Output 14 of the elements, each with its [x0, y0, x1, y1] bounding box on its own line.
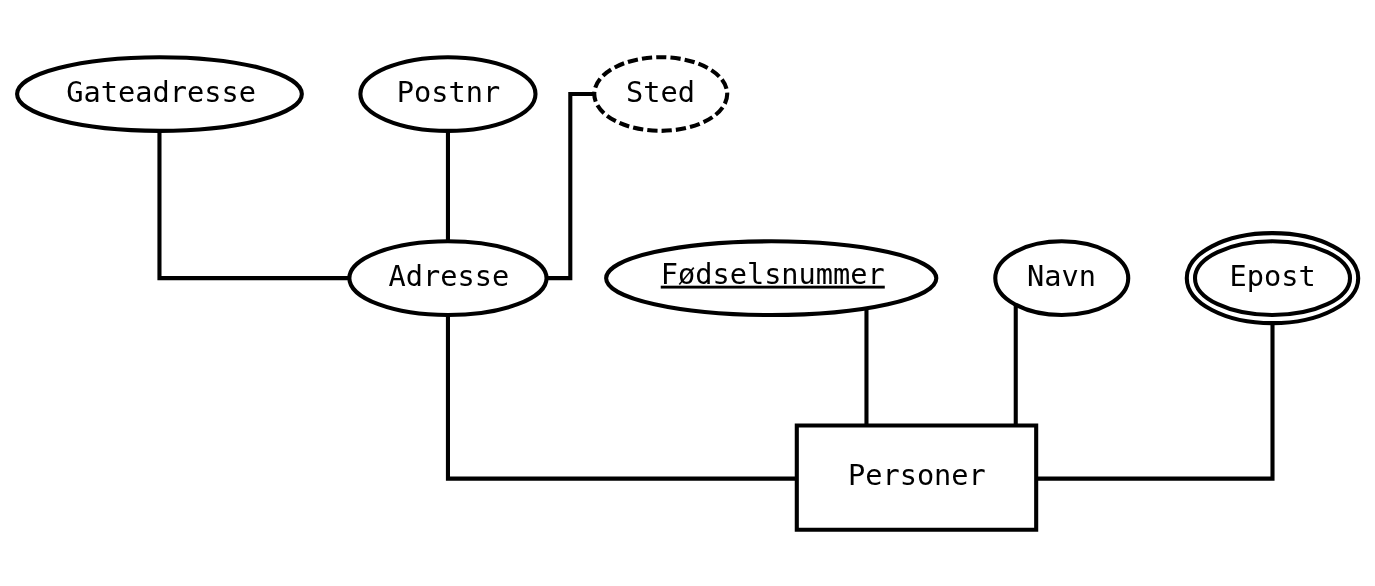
node-ellipse: Postnr [358, 54, 538, 133]
connector [445, 130, 450, 241]
connector [445, 315, 797, 481]
connector [864, 307, 869, 425]
node-ellipse: Gateadresse [15, 54, 304, 133]
connector [1013, 304, 1018, 425]
connector [157, 130, 350, 280]
node-ellipse: Adresse [347, 238, 549, 317]
node-ellipse: Sted [592, 54, 730, 133]
connector [1037, 323, 1275, 481]
node-box: Personer [794, 422, 1039, 532]
node-ellipse: Fødselsnummer [604, 238, 939, 317]
node-ellipse: Epost [1184, 230, 1361, 325]
node-ellipse: Navn [993, 238, 1131, 317]
